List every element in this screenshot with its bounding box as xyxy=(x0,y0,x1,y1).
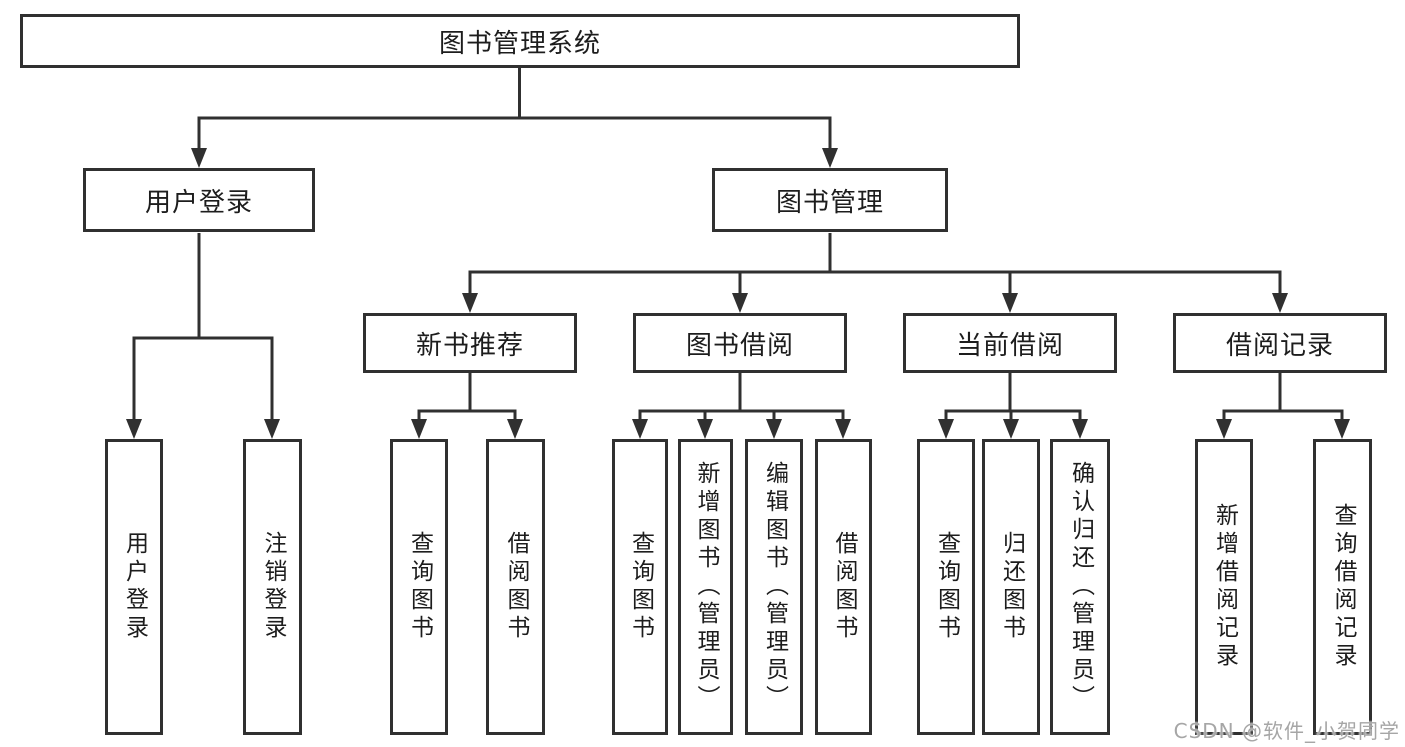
leaf-query-books-current: 查询图书 xyxy=(917,439,975,735)
leaf-query-books-borrowing: 查询图书 xyxy=(612,439,668,735)
leaf-confirm-return-admin: 确认归还（管理员） xyxy=(1050,439,1110,735)
connector-bookmgmt-to-level3 xyxy=(462,233,1288,313)
connector-records-to-leaves xyxy=(1216,373,1350,439)
leaf-return-book: 归还图书 xyxy=(982,439,1040,735)
csdn-watermark: CSDN @软件_小贺同学 xyxy=(1173,719,1400,743)
connector-root-to-level2 xyxy=(191,68,838,168)
connector-userlogin-to-leaves xyxy=(126,233,280,439)
leaf-query-books-recommend: 查询图书 xyxy=(390,439,448,735)
leaf-borrow-books-borrowing: 借阅图书 xyxy=(815,439,872,735)
node-new-book-recommend: 新书推荐 xyxy=(363,313,577,373)
leaf-add-borrow-record: 新增借阅记录 xyxy=(1195,439,1253,735)
leaf-logout: 注销登录 xyxy=(243,439,302,735)
leaf-borrow-books-recommend: 借阅图书 xyxy=(486,439,545,735)
node-book-management: 图书管理 xyxy=(712,168,948,232)
connector-borrowing-to-leaves xyxy=(632,373,851,439)
connector-current-to-leaves xyxy=(938,373,1088,439)
node-library-system: 图书管理系统 xyxy=(20,14,1020,68)
connector-newbook-to-leaves xyxy=(411,373,523,439)
node-borrowing-records: 借阅记录 xyxy=(1173,313,1387,373)
node-book-borrowing: 图书借阅 xyxy=(633,313,847,373)
node-current-borrowing: 当前借阅 xyxy=(903,313,1117,373)
leaf-add-book-admin: 新增图书（管理员） xyxy=(678,439,733,735)
leaf-user-login: 用户登录 xyxy=(105,439,163,735)
node-user-login: 用户登录 xyxy=(83,168,315,232)
leaf-edit-book-admin: 编辑图书（管理员） xyxy=(745,439,803,735)
leaf-query-borrow-record: 查询借阅记录 xyxy=(1313,439,1372,735)
